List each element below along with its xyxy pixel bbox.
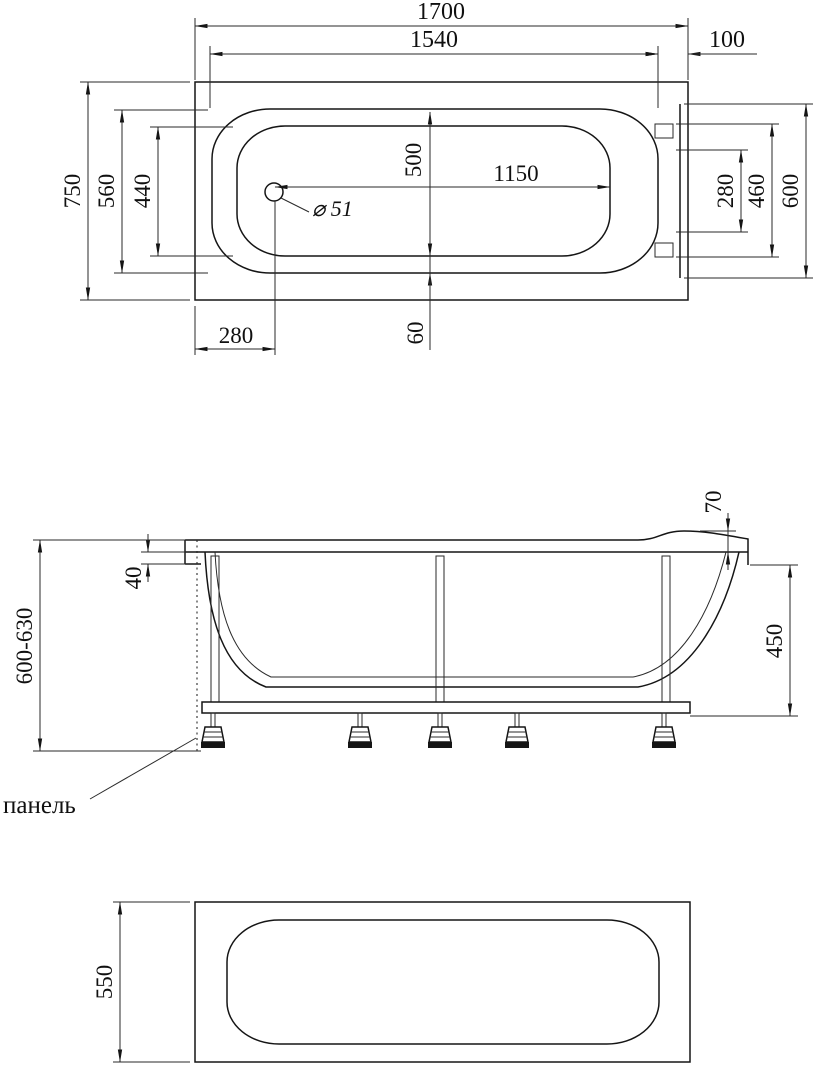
dim-label-560: 560 bbox=[94, 174, 119, 209]
dim-label-drain-diameter: ⌀ 51 bbox=[312, 196, 353, 221]
dim-rim-gap: 60 bbox=[403, 256, 433, 350]
dim-width-total: 750 bbox=[60, 81, 190, 301]
dim-length-inner: 1540 bbox=[209, 27, 659, 108]
dim-label-600-630: 600-630 bbox=[12, 608, 37, 685]
tub-rim-outline bbox=[211, 108, 659, 274]
dim-rim-thickness: 40 bbox=[121, 534, 186, 590]
dim-label-1540: 1540 bbox=[410, 27, 458, 53]
dim-label-280-bottom: 280 bbox=[219, 323, 254, 348]
dim-label-550: 550 bbox=[92, 965, 117, 1000]
dim-drain-offset: 280 bbox=[194, 306, 276, 355]
dim-drain-to-end: 1150 bbox=[274, 161, 611, 190]
tub-basin-outline bbox=[236, 125, 611, 257]
bathtub-bottom-outline bbox=[194, 901, 691, 1063]
bathtub-front-outline bbox=[184, 530, 749, 751]
dim-label-450: 450 bbox=[762, 624, 787, 659]
dim-headrest-outer: 600 bbox=[684, 103, 813, 279]
dim-width-bottom: 550 bbox=[92, 901, 190, 1063]
dim-label-70: 70 bbox=[701, 491, 726, 514]
bottom-view: 550 bbox=[92, 901, 691, 1063]
dim-label-750: 750 bbox=[60, 174, 85, 209]
dim-label-600: 600 bbox=[778, 174, 803, 209]
dim-headrest-mid: 460 bbox=[676, 123, 779, 258]
dim-width-rim: 560 bbox=[94, 109, 208, 274]
dim-label-1700: 1700 bbox=[417, 0, 465, 25]
dim-label-440: 440 bbox=[130, 174, 155, 209]
dim-rim-height: 70 bbox=[700, 491, 736, 570]
dim-label-280-right: 280 bbox=[713, 174, 738, 209]
bottom-outer-rect bbox=[194, 901, 691, 1063]
dim-height-total: 600-630 bbox=[12, 539, 201, 752]
foot bbox=[428, 712, 452, 748]
foot bbox=[348, 712, 372, 748]
rim-top-line bbox=[185, 530, 749, 565]
shell-outer-curve bbox=[204, 551, 740, 688]
frame-channel-center bbox=[435, 555, 445, 702]
drain-diameter-callout: ⌀ 51 bbox=[280, 196, 353, 221]
front-view: панель 70 40 600-630 450 bbox=[3, 491, 798, 819]
panel-leader-line bbox=[89, 737, 197, 800]
dim-label-1150: 1150 bbox=[493, 161, 538, 186]
foot bbox=[652, 712, 676, 748]
headrest-notch-top bbox=[654, 123, 674, 139]
dim-label-460: 460 bbox=[744, 174, 769, 209]
frame-channel-right bbox=[661, 555, 671, 702]
shell-inner-curve bbox=[214, 551, 727, 678]
dim-width-basin: 440 bbox=[130, 126, 233, 257]
dim-width-center: 500 bbox=[401, 111, 433, 257]
dim-depth: 450 bbox=[690, 564, 798, 717]
frame-bottom-rail bbox=[201, 701, 691, 714]
dim-label-60: 60 bbox=[403, 322, 428, 345]
top-view: 1700 1540 100 750 560 bbox=[60, 0, 813, 355]
dim-headrest-inner: 280 bbox=[676, 149, 748, 233]
dim-label-100: 100 bbox=[709, 27, 745, 53]
tub-outer-rect bbox=[194, 81, 689, 301]
dim-length-total: 1700 bbox=[194, 0, 689, 80]
foot bbox=[505, 712, 529, 748]
dim-label-500: 500 bbox=[401, 143, 426, 178]
bathtub-top-outline bbox=[194, 81, 689, 355]
bottom-basin-outline bbox=[226, 919, 660, 1045]
dim-label-40: 40 bbox=[121, 567, 146, 590]
panel-label: панель bbox=[3, 792, 76, 819]
drain-hole bbox=[264, 182, 284, 202]
frame-channel-left bbox=[210, 555, 220, 702]
headrest-notch-bottom bbox=[654, 242, 674, 258]
dim-headrest-depth: 100 bbox=[645, 27, 757, 57]
panel-callout: панель bbox=[3, 737, 197, 819]
foot bbox=[201, 712, 225, 748]
